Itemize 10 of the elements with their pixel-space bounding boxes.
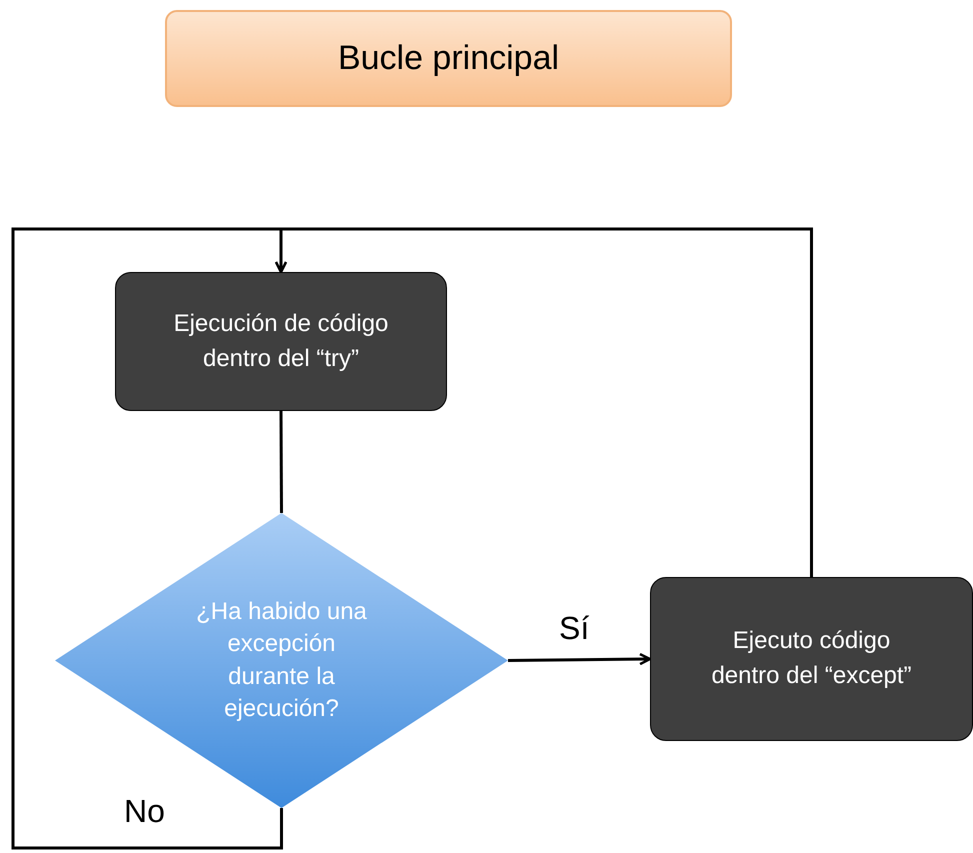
arrow xyxy=(508,652,652,666)
node-text: Ejecuto código dentro del “except” xyxy=(710,626,913,691)
process-box xyxy=(650,577,973,741)
arrow xyxy=(274,228,813,577)
node-text: Bucle principal xyxy=(338,38,560,79)
start-box xyxy=(165,10,732,107)
node-text: ¿Ha habido una excepción durante la ejecución? xyxy=(195,596,368,724)
node-text: Ejecución de código dentro del “try” xyxy=(172,308,390,374)
connector-line xyxy=(280,411,283,513)
process-box xyxy=(115,272,447,411)
